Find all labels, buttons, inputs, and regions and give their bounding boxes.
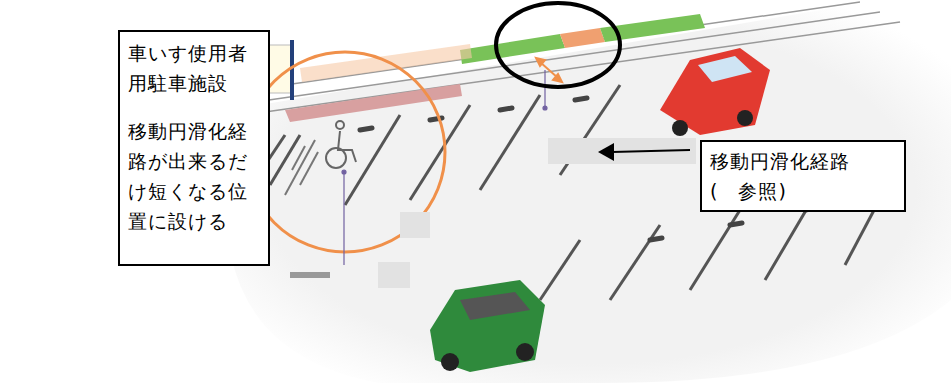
blank-patch xyxy=(290,138,696,288)
highlight-circle xyxy=(245,52,445,252)
green-car xyxy=(430,280,545,372)
road-lines xyxy=(250,2,900,112)
callout-box: 車いす使用者用駐車施設移動円滑化経路が出来るだけ短くなる位置に設ける xyxy=(118,30,270,266)
hatch-zone xyxy=(285,140,318,195)
reference-box: 移動円滑化経路( 参照) xyxy=(700,140,906,212)
walkway xyxy=(300,44,472,82)
box-note: ( 参照) xyxy=(710,176,898,206)
box-note: 移動円滑化経路が出来るだけ短くなる位置に設ける xyxy=(128,116,262,236)
red-car xyxy=(660,48,770,136)
orange-strip xyxy=(560,28,605,48)
width-arrow xyxy=(536,58,562,82)
parking-ground xyxy=(230,0,951,383)
pointer-arrow xyxy=(598,143,690,161)
red-strip xyxy=(285,84,462,122)
dimension-line xyxy=(342,70,547,265)
box-heading: 車いす使用者用駐車施設 xyxy=(128,38,262,98)
green-hedge xyxy=(460,34,565,64)
box-heading: 移動円滑化経路 xyxy=(710,146,898,176)
focus-ellipse xyxy=(496,3,620,87)
wheelchair-symbol xyxy=(326,121,356,168)
